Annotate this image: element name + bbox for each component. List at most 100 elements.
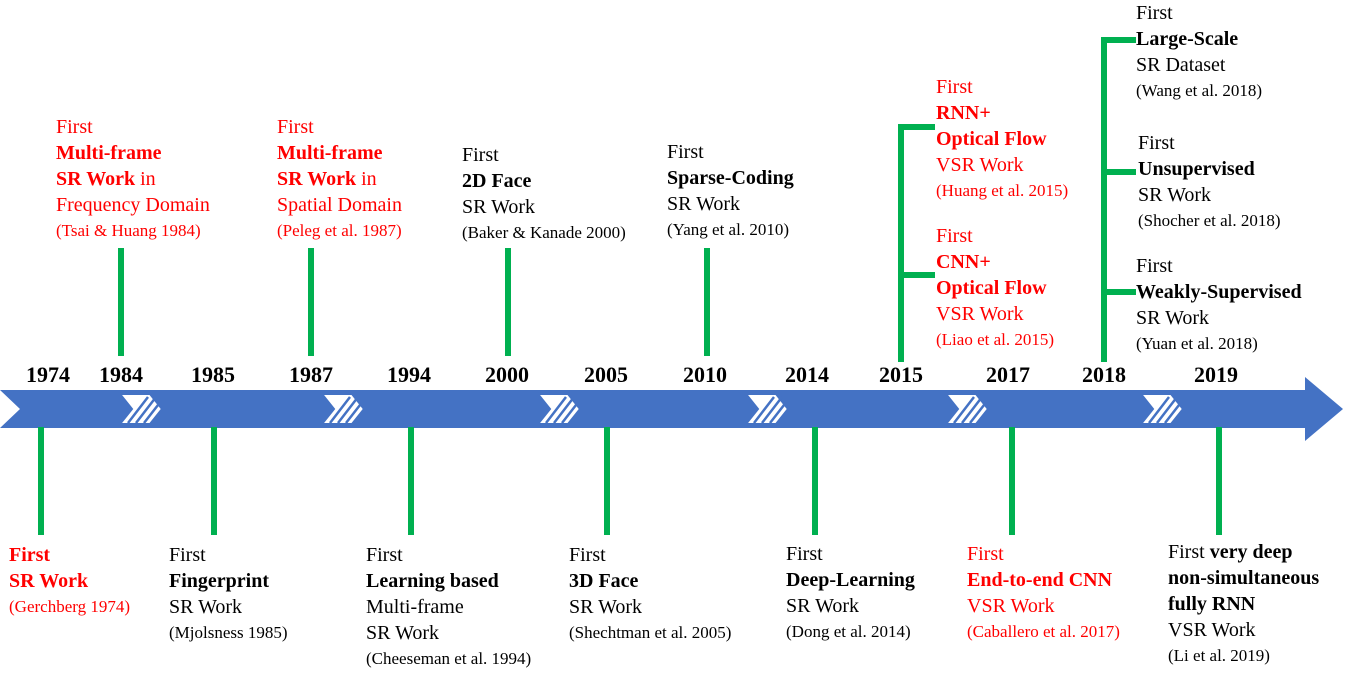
event-citation: (Dong et al. 2014) <box>786 622 911 641</box>
event-text: VSR Work <box>1168 619 1256 641</box>
event-title: Multi-frame <box>56 142 162 164</box>
event-title: SR Work <box>56 168 136 190</box>
event-title: 3D Face <box>569 570 639 592</box>
event-1974: First SR Work (Gerchberg 1974) <box>9 542 130 620</box>
bracket-2015 <box>898 124 935 362</box>
event-2010: First Sparse-Coding SR Work (Yang et al.… <box>667 139 794 243</box>
event-title: Fingerprint <box>169 570 269 592</box>
event-title: End-to-end CNN <box>967 569 1113 591</box>
event-text: Spatial Domain <box>277 194 402 216</box>
event-first: First <box>786 543 823 565</box>
year-label: 2019 <box>1194 362 1238 387</box>
year-label: 2018 <box>1082 362 1126 387</box>
event-title: non-simultaneous <box>1168 567 1320 589</box>
event-title: fully RNN <box>1168 593 1256 615</box>
event-text: in <box>135 168 156 190</box>
event-citation: (Yang et al. 2010) <box>667 220 789 239</box>
event-first: First <box>462 144 499 166</box>
event-2000: First 2D Face SR Work (Baker & Kanade 20… <box>462 142 626 246</box>
event-1987: First Multi-frame SR Work in Spatial Dom… <box>277 114 402 244</box>
year-label: 1974 <box>26 362 70 387</box>
event-1984: First Multi-frame SR Work in Frequency D… <box>56 114 210 244</box>
event-2018-large-scale: First Large-Scale SR Dataset (Wang et al… <box>1136 0 1262 104</box>
year-label: 2010 <box>683 362 727 387</box>
year-label: 1987 <box>289 362 333 387</box>
event-text: VSR Work <box>936 154 1024 176</box>
event-first: First <box>9 544 51 566</box>
event-2005: First 3D Face SR Work (Shechtman et al. … <box>569 542 731 646</box>
event-first: First <box>1136 2 1173 24</box>
event-title: Deep-Learning <box>786 569 915 591</box>
event-first: First <box>277 116 314 138</box>
event-citation: (Huang et al. 2015) <box>936 181 1069 200</box>
event-2014: First Deep-Learning SR Work (Dong et al.… <box>786 541 915 645</box>
year-label: 1994 <box>387 362 431 387</box>
event-citation: (Cheeseman et al. 1994) <box>366 649 532 668</box>
event-first: First <box>667 141 704 163</box>
year-label: 2017 <box>986 362 1030 387</box>
year-label: 1984 <box>99 362 143 387</box>
event-first: First <box>1168 541 1205 563</box>
event-first: First <box>936 76 973 98</box>
event-2015-rnn: First RNN+ Optical Flow VSR Work (Huang … <box>936 74 1068 204</box>
event-citation: (Mjolsness 1985) <box>169 623 288 642</box>
event-text: Multi-frame <box>366 596 464 618</box>
event-title: SR Work <box>277 168 357 190</box>
event-title: SR Work <box>9 570 89 592</box>
event-title: Unsupervised <box>1138 158 1255 180</box>
event-title: Learning based <box>366 570 499 592</box>
bracket-2018 <box>1101 37 1136 362</box>
event-citation: (Baker & Kanade 2000) <box>462 223 626 242</box>
event-text: SR Work <box>462 196 536 218</box>
event-first: First <box>569 544 606 566</box>
event-first: First <box>967 543 1004 565</box>
event-text: SR Work <box>786 595 860 617</box>
event-2017: First End-to-end CNN VSR Work (Caballero… <box>967 541 1120 645</box>
event-title: Multi-frame <box>277 142 383 164</box>
event-first: First <box>936 225 973 247</box>
event-title: CNN+ <box>936 251 991 273</box>
event-citation: (Shocher et al. 2018) <box>1138 211 1281 230</box>
event-citation: (Gerchberg 1974) <box>9 597 131 616</box>
year-label: 2015 <box>879 362 923 387</box>
chevron-hatching <box>127 396 1180 424</box>
event-citation: (Peleg et al. 1987) <box>277 221 402 240</box>
event-title: Weakly-Supervised <box>1136 281 1302 303</box>
event-2018-weakly-supervised: First Weakly-Supervised SR Work (Yuan et… <box>1136 253 1302 357</box>
event-text: VSR Work <box>967 595 1055 617</box>
year-label: 2014 <box>785 362 829 387</box>
event-text: in <box>356 168 377 190</box>
event-1985: First Fingerprint SR Work (Mjolsness 198… <box>169 542 288 646</box>
event-citation: (Li et al. 2019) <box>1168 646 1270 665</box>
event-text: SR Dataset <box>1136 54 1226 76</box>
event-title: Optical Flow <box>936 277 1047 299</box>
event-text: SR Work <box>366 622 440 644</box>
event-first: First <box>366 544 403 566</box>
event-text: SR Work <box>667 193 741 215</box>
event-text: SR Work <box>169 596 243 618</box>
event-text: VSR Work <box>936 303 1024 325</box>
event-citation: (Shechtman et al. 2005) <box>569 623 732 642</box>
event-text: SR Work <box>1138 184 1212 206</box>
event-title: Sparse-Coding <box>667 167 794 189</box>
event-text: SR Work <box>569 596 643 618</box>
event-first: First <box>1136 255 1173 277</box>
event-title: RNN+ <box>936 102 991 124</box>
event-citation: (Tsai & Huang 1984) <box>56 221 201 240</box>
year-label: 2005 <box>584 362 628 387</box>
event-first: First <box>56 116 93 138</box>
event-title: very deep <box>1204 541 1293 563</box>
event-1994: First Learning based Multi-frame SR Work… <box>366 542 531 672</box>
event-citation: (Wang et al. 2018) <box>1136 81 1263 100</box>
event-title: 2D Face <box>462 170 532 192</box>
event-citation: (Caballero et al. 2017) <box>967 622 1120 641</box>
event-2015-cnn: First CNN+ Optical Flow VSR Work (Liao e… <box>936 223 1054 353</box>
event-2018-unsupervised: First Unsupervised SR Work (Shocher et a… <box>1138 130 1281 234</box>
event-first: First <box>1138 132 1175 154</box>
event-title: Optical Flow <box>936 128 1047 150</box>
year-label: 1985 <box>191 362 235 387</box>
event-text: SR Work <box>1136 307 1210 329</box>
event-first: First <box>169 544 206 566</box>
